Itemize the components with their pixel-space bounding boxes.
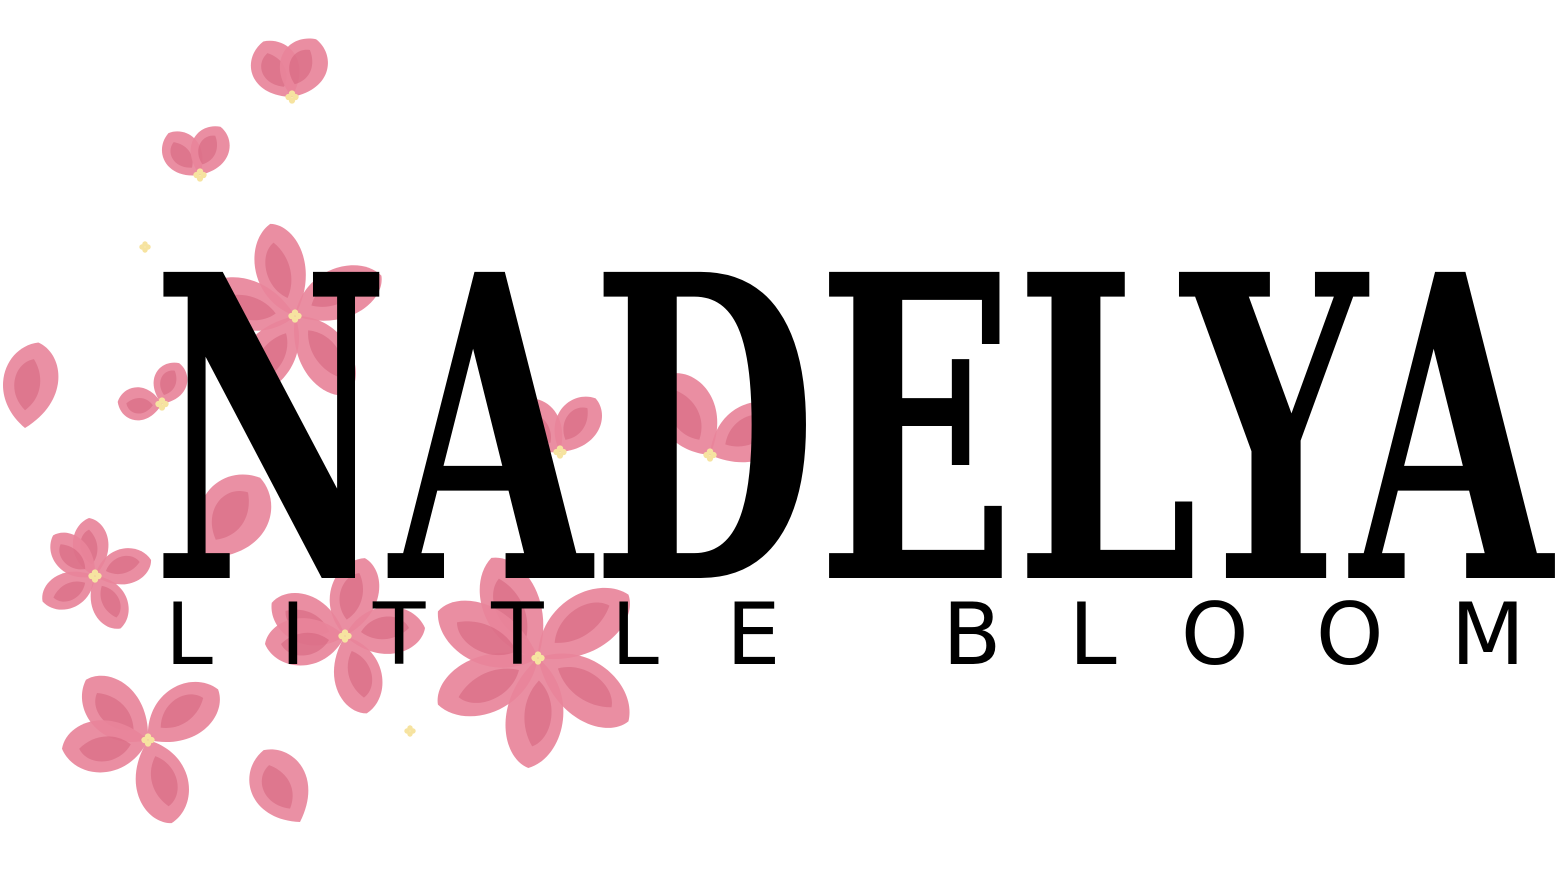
stamen-dot-1 [139,241,151,253]
blossom-on-letter-d [656,373,792,463]
loose-petal-mid-left [198,474,272,558]
blossom-lower-left [42,518,152,629]
stamen-dot-2 [247,424,259,436]
stamen-dot-4 [404,725,416,737]
blossom-top [250,38,328,104]
stamen-dot-3 [449,467,461,479]
loose-petal-far-left [3,342,59,428]
blossom-bottom-left [62,675,220,824]
blossom-behind-a [515,396,602,459]
brand-name: NADELYA [152,185,1557,678]
blossom-tagline-center [437,557,630,768]
blossom-tagline-left [265,558,425,714]
loose-petal-bottom [249,749,309,822]
blossom-upper-left [161,126,230,182]
blossom-large-center [202,223,382,396]
blossom-small-left [117,362,188,421]
